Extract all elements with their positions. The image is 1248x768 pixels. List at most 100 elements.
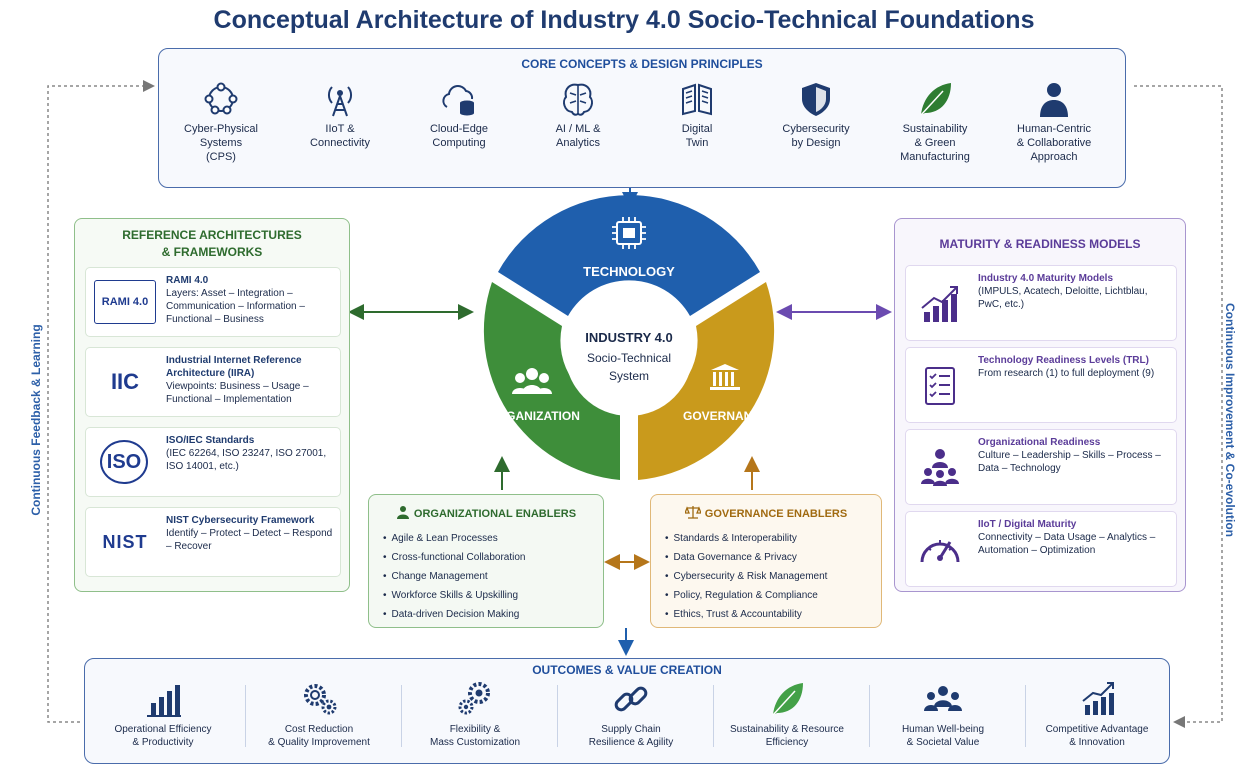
cube-icon	[682, 83, 712, 116]
cogs-icon	[458, 682, 490, 715]
technology-label: TECHNOLOGY	[583, 264, 675, 279]
divider	[713, 685, 714, 747]
list-item: Cross-functional Collaboration	[383, 548, 526, 567]
divider	[245, 685, 246, 747]
ref-heading: Industrial Internet Reference Architectu…	[166, 355, 302, 379]
organization-segment	[483, 282, 620, 480]
gauge-icon	[920, 540, 960, 563]
mat-body: Culture – Leadership – Skills – Process …	[978, 450, 1161, 474]
concept-sustainability: Sustainability & Green Manufacturing	[880, 79, 990, 164]
outcome-label: Sustainability & Resource Efficiency	[730, 724, 844, 748]
concept-label: Cyber-Physical Systems (CPS)	[184, 123, 258, 163]
divider	[869, 685, 870, 747]
center-subtitle: System	[609, 369, 649, 383]
bar-chart-icon	[147, 685, 181, 717]
title-line: & FRAMEWORKS	[161, 245, 263, 260]
person-icon	[396, 506, 409, 519]
mat-body: Connectivity – Data Usage – Analytics – …	[978, 532, 1156, 556]
outcome-label: Operational Efficiency & Productivity	[114, 724, 212, 748]
team-icon	[921, 449, 959, 486]
chain-link-icon	[614, 686, 648, 712]
concept-label: AI / ML & Analytics	[555, 123, 601, 149]
outcome-operational-efficiency: Operational Efficiency & Productivity	[93, 679, 233, 749]
ref-body: (IEC 62264, ISO 23247, ISO 27001, ISO 14…	[166, 448, 327, 472]
network-nodes-icon	[204, 82, 238, 115]
governance-enablers-title: GOVERNANCE ENABLERS	[651, 505, 881, 520]
mat-heading: Industry 4.0 Maturity Models	[978, 273, 1114, 284]
concept-label: Sustainability & Green Manufacturing	[900, 123, 970, 163]
concept-cps: Cyber-Physical Systems (CPS)	[166, 79, 276, 164]
outcomes-title: OUTCOMES & VALUE CREATION	[532, 663, 722, 677]
leaf-icon	[772, 683, 803, 716]
title-text: GOVERNANCE ENABLERS	[704, 508, 848, 520]
governance-enablers-panel: GOVERNANCE ENABLERS Standards & Interope…	[650, 494, 882, 628]
outcome-label: Cost Reduction & Quality Improvement	[268, 724, 370, 748]
shield-icon	[802, 83, 830, 116]
brain-icon	[563, 83, 593, 116]
ref-item-iso: ISO ISO/IEC Standards (IEC 62264, ISO 232…	[85, 427, 341, 497]
person-icon	[1040, 83, 1068, 117]
list-item: Change Management	[383, 567, 525, 586]
iic-logo: IIC	[110, 369, 140, 394]
core-concepts-panel: CORE CONCEPTS & DESIGN PRINCIPLES Cyber-…	[158, 48, 1126, 188]
socio-technical-wheel: TECHNOLOGY ORGANIZATION GOVERNANCE INDUS…	[483, 195, 775, 480]
outcome-supply-chain: Supply Chain Resilience & Agility	[561, 679, 701, 749]
ref-body: Identify – Protect – Detect – Respond – …	[166, 528, 333, 552]
mat-heading: Technology Readiness Levels (TRL)	[978, 355, 1149, 366]
outcome-cost-reduction: Cost Reduction & Quality Improvement	[249, 679, 389, 749]
mat-heading: Organizational Readiness	[978, 437, 1101, 448]
outcome-sustainability: Sustainability & Resource Efficiency	[717, 679, 857, 749]
antenna-icon	[328, 86, 352, 117]
title-line: REFERENCE ARCHITECTURES	[122, 228, 302, 242]
iso-logo: ISO	[100, 440, 148, 484]
gears-icon	[304, 684, 337, 715]
ref-item-iira: IIC Industrial Internet Reference Archit…	[85, 347, 341, 417]
rami-logo: RAMI 4.0	[94, 280, 156, 324]
technology-segment	[498, 195, 760, 316]
concept-cybersecurity: Cybersecurity by Design	[761, 79, 871, 151]
scales-icon	[683, 506, 702, 519]
list-item: Data Governance & Privacy	[665, 548, 827, 567]
outcome-label: Competitive Advantage & Innovation	[1045, 724, 1149, 748]
list-item: Cybersecurity & Risk Management	[665, 567, 828, 586]
nist-logo: NIST	[102, 531, 148, 552]
outcome-label: Flexibility & Mass Customization	[429, 724, 521, 748]
concept-cloud-edge: Cloud-Edge Computing	[404, 79, 514, 151]
center-title: INDUSTRY 4.0	[585, 330, 672, 345]
people-icon	[924, 686, 962, 711]
concept-digital-twin: Digital Twin	[642, 79, 752, 151]
list-item: Standards & Interoperability	[665, 529, 827, 548]
mat-item-maturity-models: Industry 4.0 Maturity Models (IMPULS, Aca…	[905, 265, 1177, 341]
organization-label: ORGANIZATION	[488, 409, 580, 423]
checklist-icon	[925, 367, 955, 405]
mat-heading: IIoT / Digital Maturity	[978, 519, 1077, 530]
mat-item-trl: Technology Readiness Levels (TRL) From re…	[905, 347, 1177, 423]
ref-heading: ISO/IEC Standards	[166, 435, 255, 446]
list-item: Data-driven Decision Making	[383, 605, 525, 624]
trend-chart-icon	[1082, 682, 1114, 715]
governance-enablers-list: Standards & Interoperability Data Govern…	[665, 529, 828, 624]
institution-icon	[710, 364, 740, 390]
team-icon	[512, 368, 552, 394]
concept-iiot: IIoT & Connectivity	[285, 79, 395, 151]
ref-heading: NIST Cybersecurity Framework	[166, 515, 315, 526]
concept-label: Digital Twin	[681, 123, 713, 149]
outcome-label: Human Well-being & Societal Value	[901, 724, 985, 748]
governance-label: GOVERNANCE	[683, 409, 769, 423]
mat-body: From research (1) to full deployment (9)	[978, 368, 1155, 379]
mat-body: (IMPULS, Acatech, Deloitte, Lichtblau, P…	[978, 286, 1148, 310]
list-item: Agile & Lean Processes	[383, 529, 525, 548]
maturity-models-title: MATURITY & READINESS MODELS	[939, 237, 1141, 251]
outcome-label: Supply Chain Resilience & Agility	[588, 724, 674, 748]
wheel-center	[565, 288, 693, 416]
outcome-human-wellbeing: Human Well-being & Societal Value	[873, 679, 1013, 749]
concept-label: Cloud-Edge Computing	[429, 123, 489, 149]
governance-segment	[638, 282, 775, 480]
outcome-flexibility: Flexibility & Mass Customization	[405, 679, 545, 749]
ref-heading: RAMI 4.0	[166, 275, 209, 286]
reference-architectures-title: REFERENCE ARCHITECTURES & FRAMEWORKS	[75, 227, 349, 262]
outcome-competitive-advantage: Competitive Advantage & Innovation	[1027, 679, 1167, 749]
